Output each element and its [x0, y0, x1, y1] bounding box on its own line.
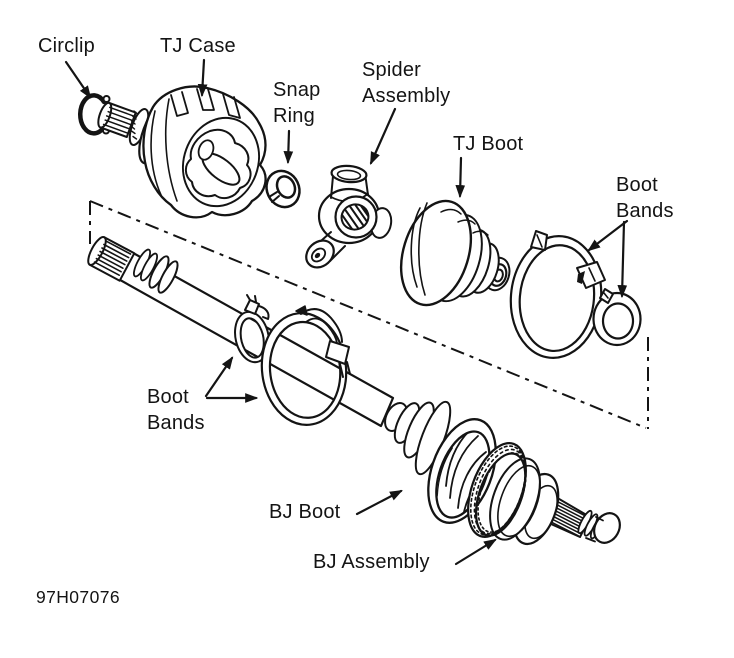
callout-snap-ring: Snap Ring — [273, 77, 321, 129]
arrow-tj-boot — [455, 156, 466, 199]
callout-bj-assembly: BJ Assembly — [313, 549, 430, 575]
callout-boot-bands-left: Boot Bands — [147, 384, 205, 436]
phantom-outline — [89, 200, 649, 429]
band-tab — [244, 299, 260, 315]
arrow-tj-case — [197, 58, 208, 98]
callout-tj-boot-text: TJ Boot — [453, 133, 524, 155]
callout-spider-assembly-line2: Assembly — [362, 85, 451, 107]
shaft-boot-band-large-drawing — [260, 305, 351, 426]
callout-tj-case: TJ Case — [160, 33, 236, 59]
arrow-boot-band-right-large — [587, 219, 629, 252]
callout-boot-bands-left-line2: Bands — [147, 412, 205, 434]
callout-boot-bands-left-line1: Boot — [147, 386, 189, 408]
callout-bj-boot-text: BJ Boot — [269, 501, 341, 523]
callout-tj-case-text: TJ Case — [160, 35, 236, 57]
callout-bj-assembly-text: BJ Assembly — [313, 551, 430, 573]
arrow-boot-band-left-small — [204, 356, 234, 398]
band-strap — [300, 308, 343, 343]
shaft-tip — [593, 512, 621, 544]
figure-code: 97H07076 — [36, 587, 120, 608]
callout-boot-bands-right-line2: Bands — [616, 200, 674, 222]
arrow-bj-assembly — [454, 538, 497, 566]
band-clamp — [576, 261, 606, 289]
boot-band-large-drawing — [509, 230, 606, 359]
callout-snap-ring-line1: Snap — [273, 79, 321, 101]
tj-boot-dome — [400, 199, 472, 307]
snap-ring-drawing — [265, 169, 301, 209]
arrow-circlip — [64, 60, 92, 99]
callout-tj-boot: TJ Boot — [453, 131, 523, 157]
callout-snap-ring-line2: Ring — [273, 105, 315, 127]
boot-band-small-drawing — [592, 288, 642, 347]
tj-case-grooves — [170, 88, 241, 119]
axle-shaft-drawing — [87, 236, 395, 428]
callout-bj-boot: BJ Boot — [269, 499, 340, 525]
shaft-boot-band-small-drawing — [234, 294, 270, 364]
tj-case-drawing — [97, 85, 267, 219]
callout-arrows — [64, 58, 629, 566]
callout-circlip-text: Circlip — [38, 35, 95, 57]
callout-circlip: Circlip — [38, 33, 95, 59]
callout-boot-bands-right-line1: Boot — [616, 174, 658, 196]
arrow-snap-ring — [283, 129, 294, 165]
arrow-bj-boot — [355, 489, 403, 516]
figure-code-text: 97H07076 — [36, 587, 120, 607]
arrow-boot-band-right-small — [617, 220, 628, 299]
spider-assembly-drawing — [305, 164, 393, 269]
bj-assembly-drawing — [467, 442, 621, 546]
band-buckle — [325, 340, 350, 365]
callout-spider-assembly-line1: Spider — [362, 59, 422, 81]
tj-boot-drawing — [400, 199, 511, 307]
phantom-diagonal — [89, 200, 647, 429]
callout-spider-assembly: Spider Assembly — [362, 57, 450, 109]
arrow-spider-assembly — [369, 107, 397, 165]
callout-boot-bands-right: Boot Bands — [616, 172, 674, 224]
